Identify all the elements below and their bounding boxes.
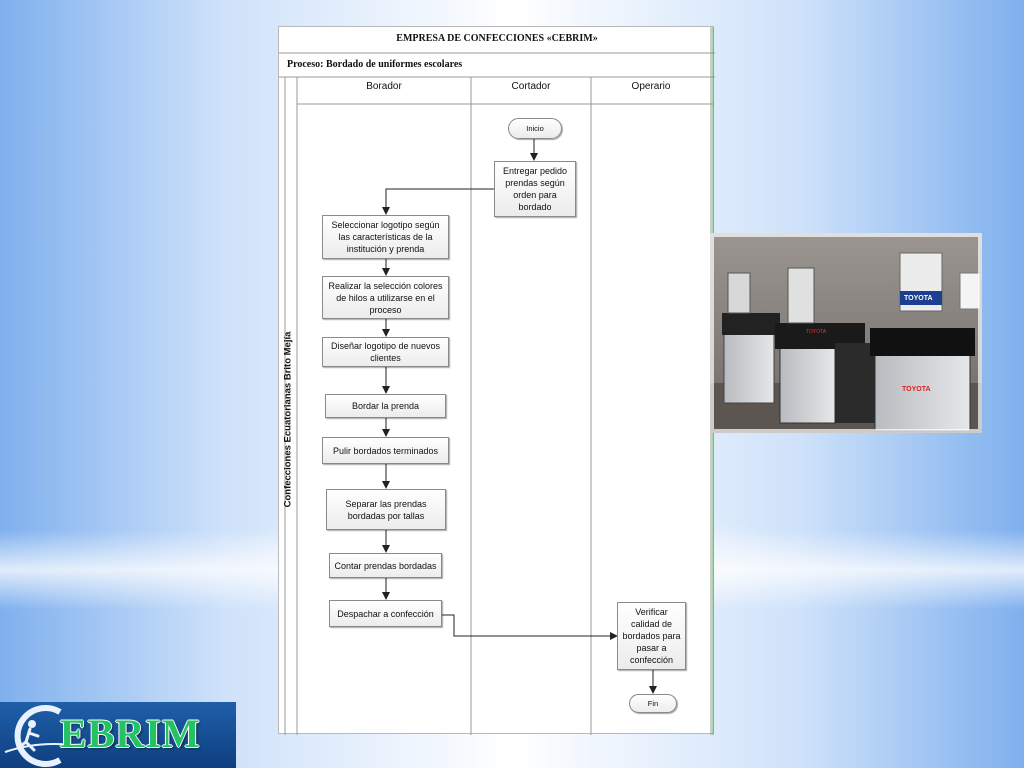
embroidery-machines-photo: TOYOTA TOYOTA TOYOTA [710, 233, 982, 433]
machine-brand-small: TOYOTA [806, 329, 827, 335]
company-title: EMPRESA DE CONFECCIONES «CEBRIM» [396, 33, 598, 44]
logo-emblem-icon [4, 705, 81, 767]
step-pulir-bordados: Pulir bordados terminados [322, 437, 449, 464]
lane-header-borador: Borador [366, 81, 402, 92]
process-title: Proceso: Bordado de uniformes escolares [287, 59, 463, 70]
lane-header-cortador: Cortador [511, 81, 551, 92]
step-seleccion-colores: Realizar la selección colores de hilos a… [322, 276, 449, 319]
step-disenar-logotipo: Diseñar logotipo de nuevos clientes [322, 337, 449, 367]
step-entregar-pedido: Entregar pedido prendas según orden para… [494, 161, 576, 217]
step-bordar-prenda: Bordar la prenda [325, 394, 446, 418]
lane-header-operario: Operario [631, 81, 671, 92]
flowchart-diagram: EMPRESA DE CONFECCIONES «CEBRIM» Proceso… [278, 26, 715, 735]
step-despachar: Despachar a confección [329, 600, 442, 627]
step-contar-prendas: Contar prendas bordadas [329, 553, 442, 578]
step-separar-prendas: Separar las prendas bordadas por tallas [326, 489, 446, 530]
machine-brand-large: TOYOTA [904, 295, 933, 302]
step-verificar-calidad: Verificar calidad de bordados para pasar… [617, 602, 686, 670]
cebrim-logo: EBRIM [0, 702, 236, 768]
conn-cortador-borador [382, 188, 494, 215]
machine-brand-cabinet: TOYOTA [902, 386, 931, 393]
flowchart-lines [279, 27, 715, 735]
step-seleccionar-logotipo: Seleccionar logotipo según las caracterí… [322, 215, 449, 259]
end-terminator: Fin [629, 694, 677, 713]
start-terminator: Inicio [508, 118, 562, 139]
pool-label: Confecciones Ecuatorianas Brito Mejía [282, 331, 294, 508]
logo-text: EBRIM [60, 711, 201, 756]
conn-borador-operario [441, 614, 618, 640]
